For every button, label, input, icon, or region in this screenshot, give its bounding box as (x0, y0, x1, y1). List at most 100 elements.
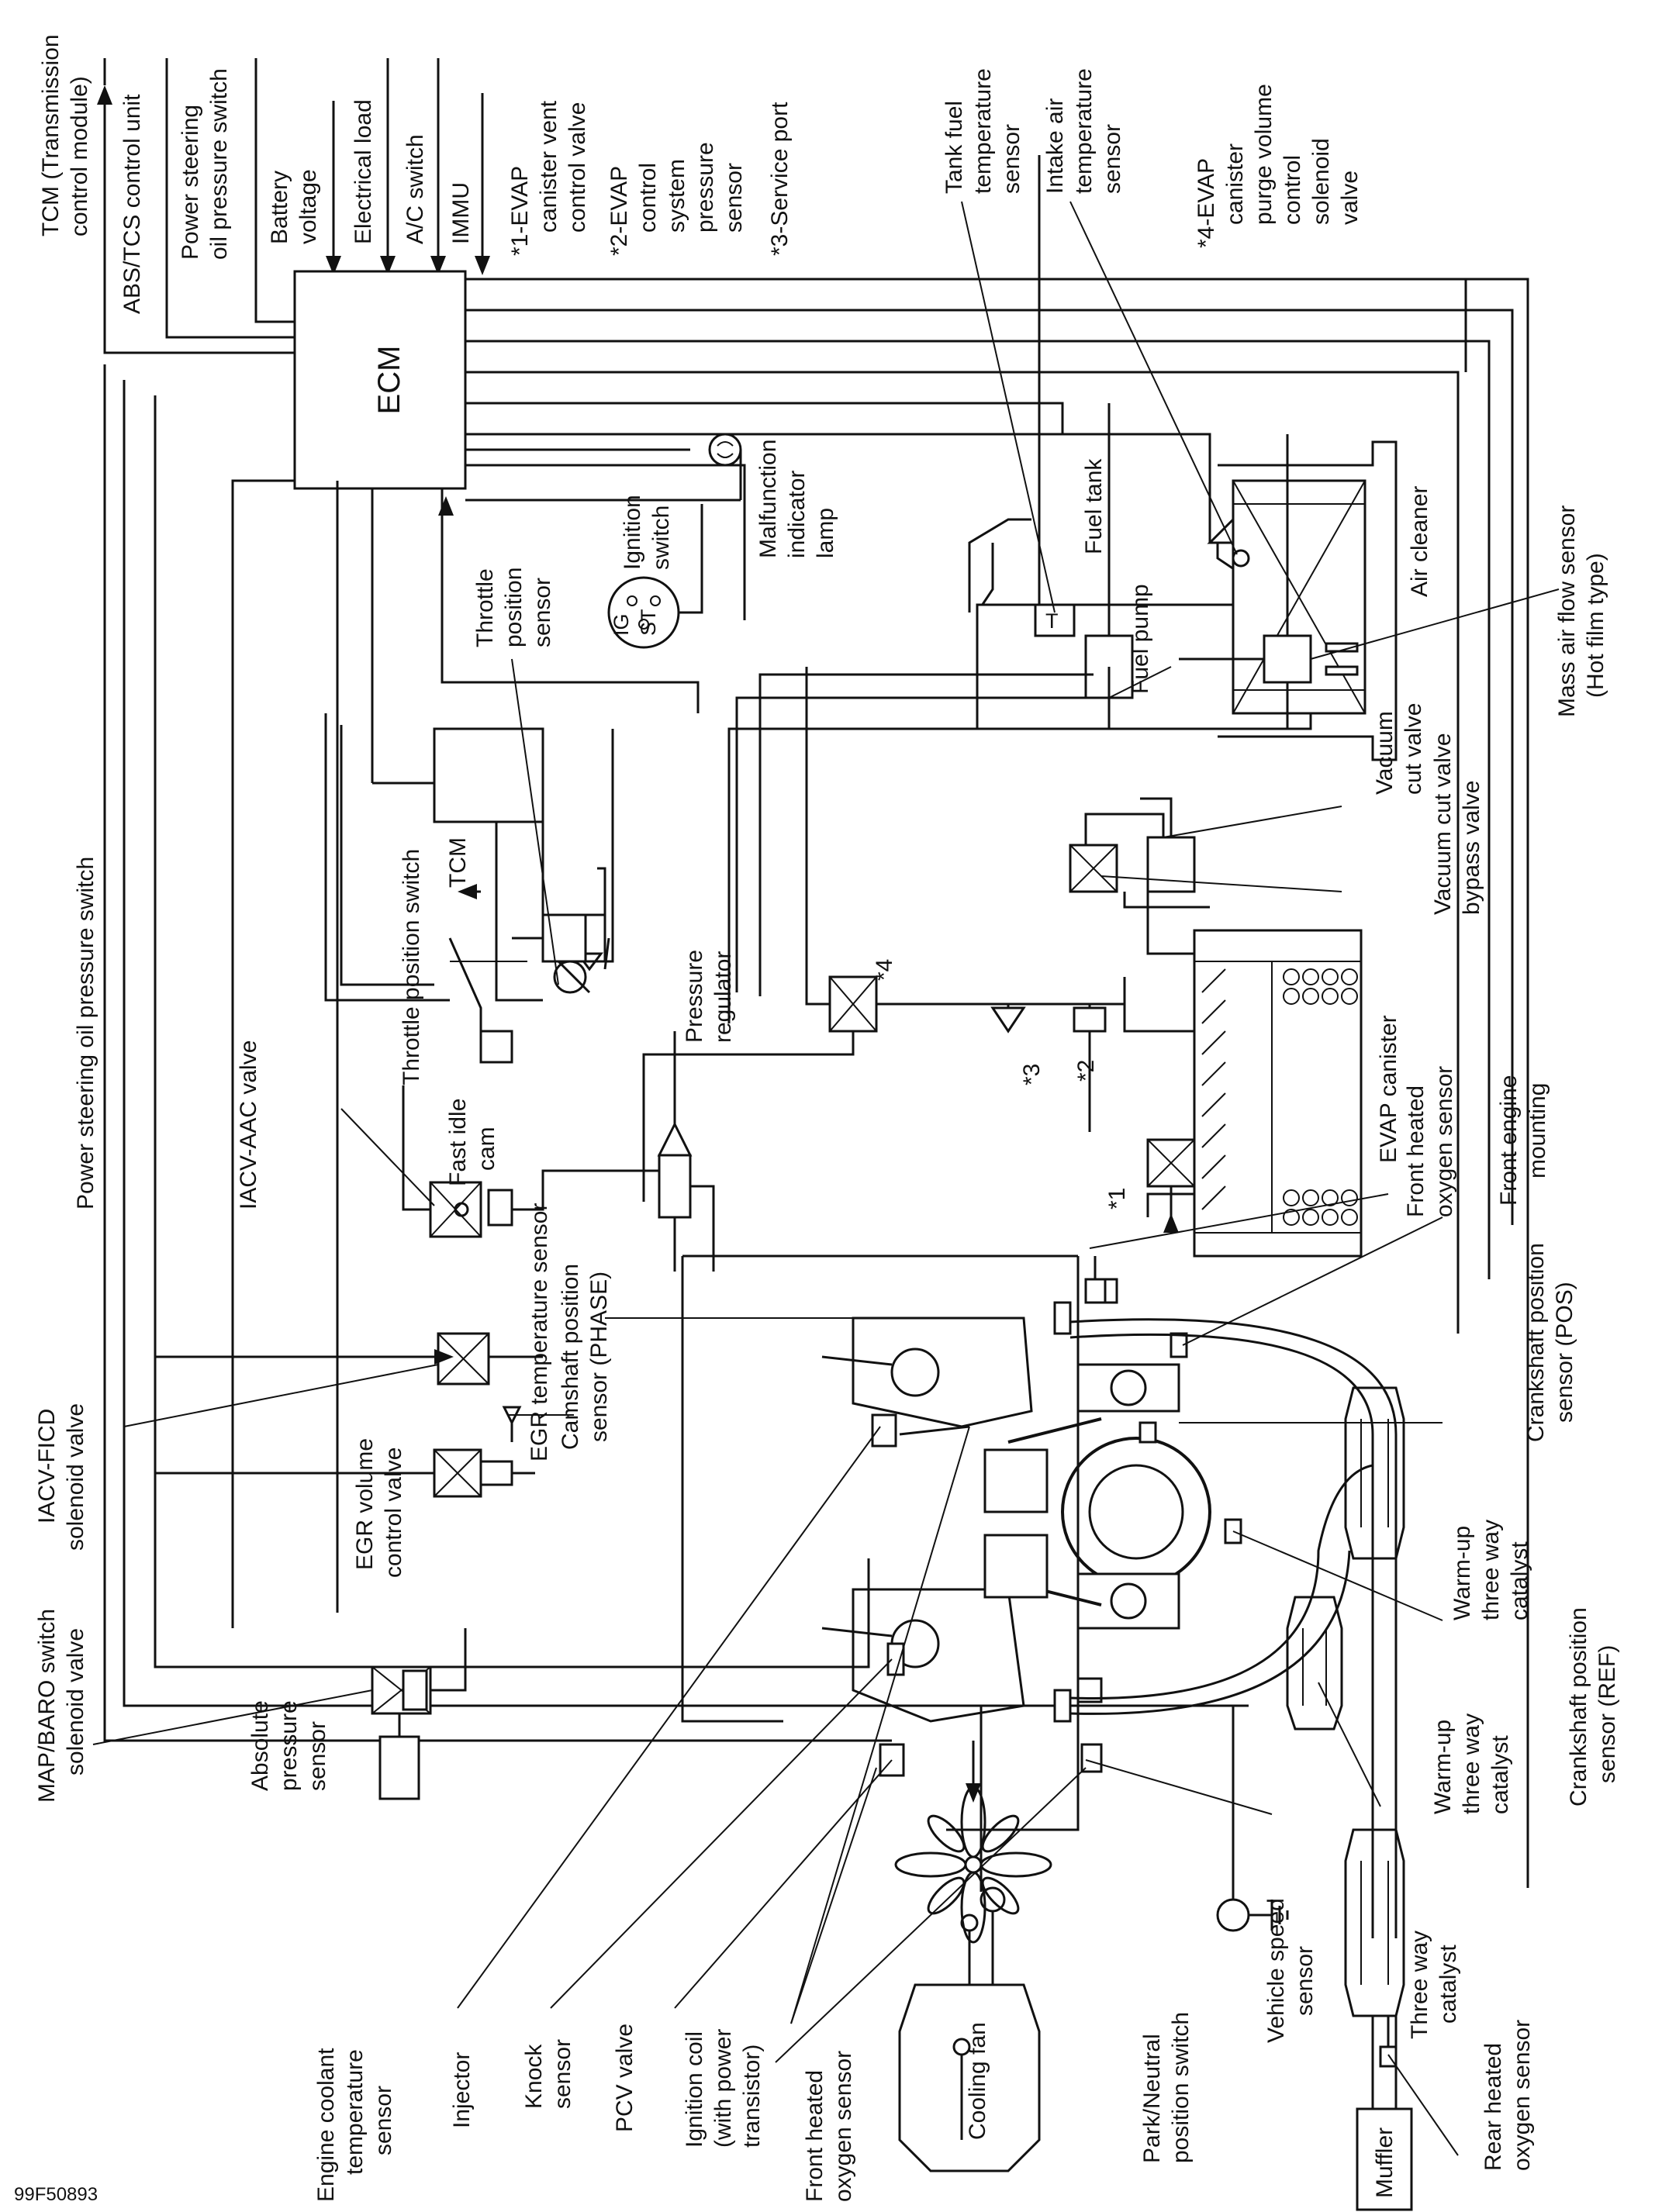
tank-fuel-2-label: temperature (970, 68, 996, 194)
abs-tcs-label: ABS/TCS control unit (119, 94, 145, 314)
cooling-fan-icon (894, 1786, 1052, 1944)
front-engine-mount-2-label: mounting (1525, 1083, 1550, 1178)
evap4-3-label: purge volume (1251, 84, 1277, 225)
cam-pos-1-label: Camshaft position (558, 1264, 583, 1450)
ecm-unit: ECM (293, 270, 467, 490)
intake-air-1-label: Intake air (1042, 98, 1068, 194)
throttle-pos-2-label: position (501, 568, 527, 647)
ign-coil-2-label: (with power (710, 2029, 736, 2148)
throttle-pos-3-label: sensor (530, 578, 555, 647)
evap-canister-label: EVAP canister (1376, 1015, 1401, 1163)
star3-label: *3 (1019, 1064, 1045, 1085)
injector-label: Injector (449, 2052, 475, 2128)
egr-vol-1-label: EGR volume (352, 1438, 378, 1570)
pcv-label: PCV valve (612, 2024, 637, 2132)
tcm-control-module-label: control module) (67, 76, 92, 236)
ect-1-label: Engine coolant (313, 2048, 339, 2202)
vacuum-bypass-1-label: Vacuum cut valve (1430, 733, 1456, 915)
egr-vol-2-label: control valve (381, 1448, 406, 1578)
star2-label: *2 (1073, 1060, 1099, 1082)
service-ports (990, 1004, 1107, 1132)
warmup-right-3-label: catalyst (1507, 1541, 1532, 1620)
ecm-label: ECM (372, 346, 406, 415)
evap4-1-label: *4-EVAP (1194, 158, 1219, 248)
star1-label: *1 (1104, 1188, 1130, 1210)
evap4-5-label: solenoid (1308, 138, 1334, 225)
fuel-tank-assembly: T (735, 155, 1312, 996)
mil-3-label: lamp (813, 508, 838, 558)
labels: TCM (Transmission control module) ABS/TC… (14, 34, 1620, 2205)
evap4-2-label: canister (1222, 143, 1248, 225)
evap-vent-valve (1146, 1138, 1196, 1233)
figure-code: 99F50893 (14, 2184, 98, 2205)
egr-temp-label: EGR temperature sensor (527, 1203, 552, 1461)
muffler-label: Muffler (1372, 2127, 1398, 2198)
warmup-right-2-label: three way (1478, 1520, 1504, 1620)
front-ho2s-bot-2-label: oxygen sensor (831, 2051, 856, 2202)
air-cleaner-label: Air cleaner (1407, 486, 1432, 597)
map-baro-solenoid (371, 1628, 467, 1800)
front-ho2s-top-2-label: oxygen sensor (1432, 1066, 1457, 1217)
warmup-left-2-label: three way (1459, 1713, 1484, 1814)
intake-air-3-label: sensor (1100, 124, 1125, 194)
ignition-2-label: switch (648, 506, 674, 570)
leader-lines (92, 201, 1560, 2156)
rear-ho2s-1-label: Rear heated (1481, 2043, 1506, 2171)
vacuum-cut-1-label: Vacuum (1372, 711, 1398, 795)
ect-3-label: sensor (371, 2086, 396, 2155)
immu-label: IMMU (448, 182, 474, 244)
evap4-6-label: valve (1337, 171, 1363, 225)
intake-air-2-label: temperature (1071, 68, 1097, 194)
battery-1-label: Battery (267, 171, 292, 244)
evap2-5-label: sensor (721, 163, 747, 233)
pressure-regulator (657, 1031, 715, 1272)
knock-2-label: sensor (550, 2039, 575, 2109)
vacuum-bypass-2-label: bypass valve (1459, 781, 1484, 915)
evap2-2-label: control (635, 163, 661, 233)
ps-oil-1-label: Power steering (178, 105, 203, 260)
fast-idle-1-label: Fast idle (445, 1099, 471, 1186)
ps-oil-full-label: Power steering oil pressure switch (73, 857, 98, 1210)
warmup-left-1-label: Warm-up (1430, 1720, 1456, 1814)
crank-ref-2-label: sensor (REF) (1595, 1645, 1620, 1783)
map-baro-1-label: MAP/BARO switch (34, 1609, 60, 1803)
vacuum-cut-2-label: cut valve (1401, 703, 1426, 795)
ign-coil-3-label: transistor) (739, 2045, 765, 2148)
cam-pos-2-label: sensor (PHASE) (586, 1272, 612, 1442)
ecm-harness (103, 278, 1529, 1888)
engine-block (681, 1254, 1211, 1831)
evap4-4-label: control (1280, 155, 1305, 225)
egr-volume-control-valve (155, 1448, 535, 1498)
ps-oil-2-label: oil pressure switch (206, 68, 232, 260)
vss-2-label: sensor (1292, 1946, 1318, 2016)
iacv-ficd-2-label: solenoid valve (63, 1403, 88, 1551)
ect-2-label: temperature (342, 2049, 368, 2175)
tcm-label: TCM (445, 837, 471, 888)
tps-switch-label: Throttle position switch (399, 849, 424, 1085)
vss-pnp-fan (894, 1706, 1289, 2172)
maf-2-label: (Hot film type) (1583, 553, 1608, 698)
knock-1-label: Knock (521, 2044, 547, 2109)
crank-pos-1-label: Crankshaft position (1523, 1243, 1549, 1442)
intake-throttle (324, 713, 614, 1064)
evap1-1-label: *1-EVAP (507, 166, 533, 256)
tank-fuel-1-label: Tank fuel (942, 101, 967, 194)
tcm-transmission-label: TCM (Transmission (38, 34, 64, 236)
ig-label: IG (610, 613, 633, 636)
maf-1-label: Mass air flow sensor (1554, 506, 1580, 717)
ignition-switch: IG ST (607, 504, 703, 649)
pnp-2-label: position switch (1168, 2012, 1194, 2163)
fuel-tank-label: Fuel tank (1081, 458, 1107, 554)
exhaust-system (1053, 1301, 1413, 2211)
pressure-reg-1-label: Pressure (682, 950, 707, 1043)
pnp-1-label: Park/Neutral (1139, 2034, 1165, 2163)
throttle-pos-1-label: Throttle (472, 568, 498, 647)
top-signal-lines (97, 58, 490, 354)
map-baro-2-label: solenoid valve (63, 1628, 88, 1775)
crank-ref-1-label: Crankshaft position (1566, 1607, 1591, 1807)
fuel-pump-label: Fuel pump (1128, 584, 1153, 694)
warmup-right-1-label: Warm-up (1449, 1526, 1475, 1620)
mil-1-label: Malfunction (755, 440, 781, 558)
vss-1-label: Vehicle speed (1263, 1898, 1289, 2043)
